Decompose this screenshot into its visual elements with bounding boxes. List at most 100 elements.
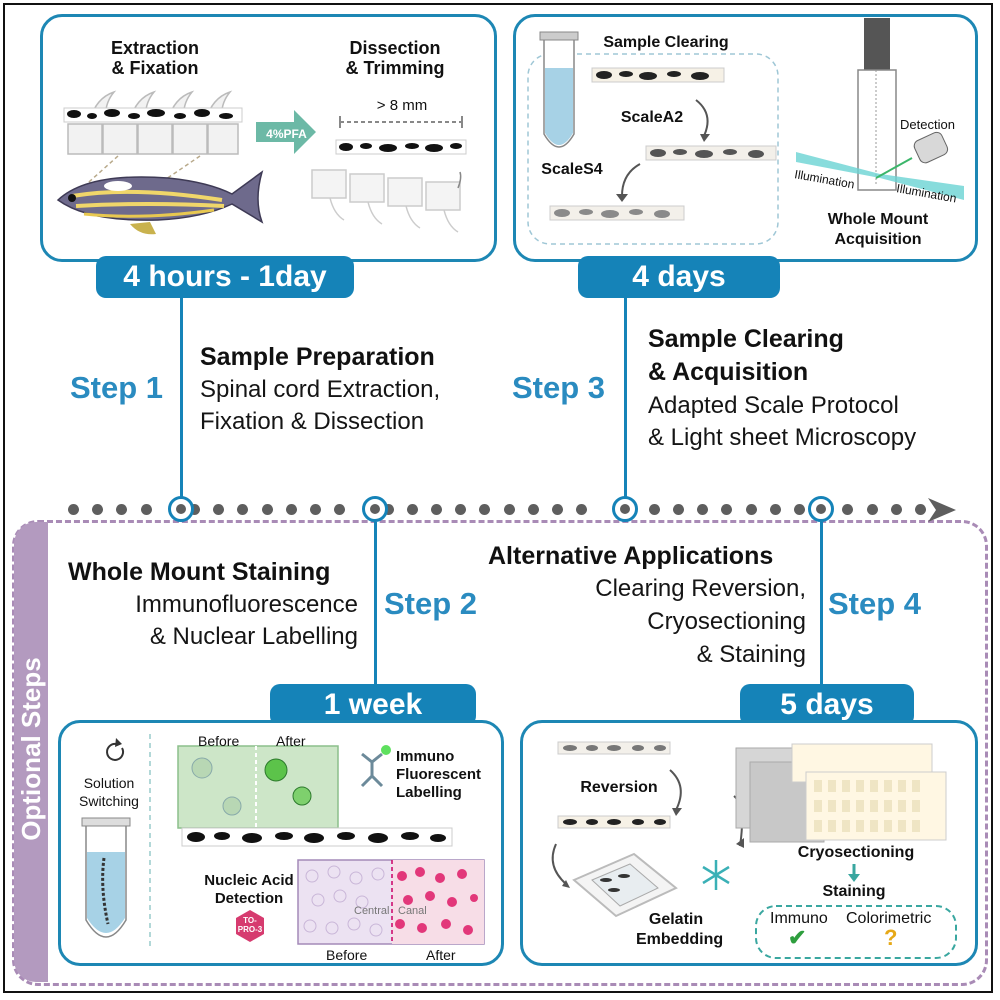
- sample-clearing-label: Sample Clearing: [603, 34, 729, 51]
- step2-timeline-marker: [362, 496, 388, 522]
- timeline-dot: [406, 504, 418, 515]
- step4-title: Alternative Applications: [488, 542, 774, 570]
- timeline-dot: [842, 504, 854, 515]
- step1-line1: Spinal cord Extraction,: [200, 376, 441, 403]
- step1-title: Sample Preparation: [200, 343, 435, 371]
- scale-s4-label: ScaleS4: [541, 161, 603, 178]
- step4-timeline-marker: [808, 496, 834, 522]
- step2-connector: [374, 522, 377, 690]
- check-icon: ✔: [788, 925, 807, 950]
- step3-line1: Adapted Scale Protocol: [648, 392, 899, 419]
- timeline-dot: [866, 504, 878, 515]
- optional-steps-box: [12, 520, 988, 986]
- solution-switching-label: Solution Switching: [74, 774, 144, 810]
- timeline-dot: [285, 504, 297, 515]
- timeline-dot: [261, 504, 273, 515]
- dissection-line2: & Trimming: [345, 58, 445, 78]
- nucleic-line1: Nucleic Acid: [204, 872, 294, 889]
- pfa-label: 4%PFA: [266, 127, 307, 141]
- acq-line1: Whole Mount: [827, 211, 929, 228]
- step4-duration-tab: 5 days: [740, 684, 914, 726]
- topro-label: TO- PRO-3: [236, 916, 264, 934]
- gelatin-line2: Embedding: [636, 931, 724, 948]
- timeline-dot: [189, 504, 200, 515]
- timeline-dots: [68, 504, 948, 516]
- length-label: > 8 mm: [376, 97, 428, 114]
- gelatin-line1: Gelatin: [648, 911, 704, 928]
- immuno-line1: Immuno: [396, 748, 455, 765]
- timeline-dot: [794, 504, 805, 515]
- scale-a2-label: ScaleA2: [620, 109, 684, 126]
- step2-duration-tab: 1 week: [270, 684, 476, 726]
- timeline-dot: [382, 504, 394, 515]
- step1-label: Step 1: [70, 370, 164, 405]
- extraction-label: Extraction & Fixation: [90, 38, 220, 78]
- step3-title-line2: & Acquisition: [648, 358, 809, 386]
- step2-line1: Immunofluorescence: [135, 591, 358, 618]
- timeline-dot: [310, 504, 321, 515]
- topro-line2: PRO-3: [237, 925, 263, 934]
- extraction-line2: & Fixation: [111, 58, 199, 78]
- timeline-dot: [697, 504, 709, 515]
- timeline-dot: [552, 504, 563, 515]
- staining-label: Staining: [822, 883, 886, 900]
- solution-line1: Solution: [83, 775, 135, 791]
- step4-line2: Cryosectioning: [647, 608, 806, 635]
- solution-line2: Switching: [79, 793, 139, 809]
- whole-mount-acquisition-label: Whole Mount Acquisition: [808, 210, 948, 250]
- immuno-option-label: Immuno: [770, 910, 828, 927]
- timeline-dot: [455, 504, 467, 515]
- dissection-label: Dissection & Trimming: [325, 38, 465, 78]
- reversion-label: Reversion: [580, 779, 658, 796]
- timeline-dot: [527, 504, 539, 515]
- timeline-arrowhead: [928, 498, 956, 522]
- step4-line3: & Staining: [696, 641, 806, 668]
- timeline-dot: [648, 504, 660, 515]
- immuno-line3: Labelling: [396, 784, 462, 801]
- timeline-dot: [721, 504, 733, 515]
- detection-label: Detection: [900, 117, 955, 132]
- timeline-dot: [673, 504, 684, 515]
- figure-frame: [3, 3, 993, 993]
- timeline-dot: [479, 504, 491, 515]
- step3-connector: [624, 298, 627, 498]
- step3-label: Step 3: [512, 370, 606, 405]
- dissection-line1: Dissection: [349, 38, 441, 58]
- step2-line2: & Nuclear Labelling: [149, 623, 358, 650]
- after-top-label: After: [276, 733, 306, 749]
- timeline-dot: [237, 504, 249, 515]
- timeline-dot: [92, 504, 104, 515]
- before-top-label: Before: [198, 733, 240, 749]
- step1-duration-tab: 4 hours - 1day: [96, 256, 354, 298]
- timeline-dot: [915, 504, 926, 515]
- step3-title-line1: Sample Clearing: [648, 325, 844, 353]
- step3-line2: & Light sheet Microscopy: [648, 424, 917, 451]
- timeline-dot: [769, 504, 781, 515]
- topro-line1: TO-: [243, 916, 257, 925]
- cryosectioning-label: Cryosectioning: [797, 844, 915, 861]
- timeline-dot: [890, 504, 902, 515]
- step4-line1: Clearing Reversion,: [595, 575, 806, 602]
- nucleic-acid-label: Nucleic Acid Detection: [184, 872, 314, 908]
- step1-connector: [180, 298, 183, 498]
- step4-label: Step 4: [828, 586, 922, 621]
- step3-illustration: [527, 18, 964, 245]
- timeline-dot: [503, 504, 515, 515]
- acq-line2: Acquisition: [834, 231, 922, 248]
- timeline-dot: [334, 504, 346, 515]
- timeline-dot: [68, 504, 79, 515]
- extraction-line1: Extraction: [110, 38, 200, 58]
- step1-illustration: [56, 90, 467, 235]
- immuno-line2: Fluorescent: [396, 766, 482, 783]
- step4-connector: [820, 522, 823, 690]
- step1-line2: Fixation & Dissection: [200, 408, 425, 435]
- optional-steps-sidebar: Optional Steps: [14, 522, 48, 982]
- timeline-dot: [745, 504, 757, 515]
- step3-duration-tab: 4 days: [578, 256, 780, 298]
- step2-title: Whole Mount Staining: [68, 558, 331, 586]
- nucleic-line2: Detection: [214, 890, 284, 907]
- timeline-dot: [576, 504, 588, 515]
- step2-label: Step 2: [384, 586, 478, 621]
